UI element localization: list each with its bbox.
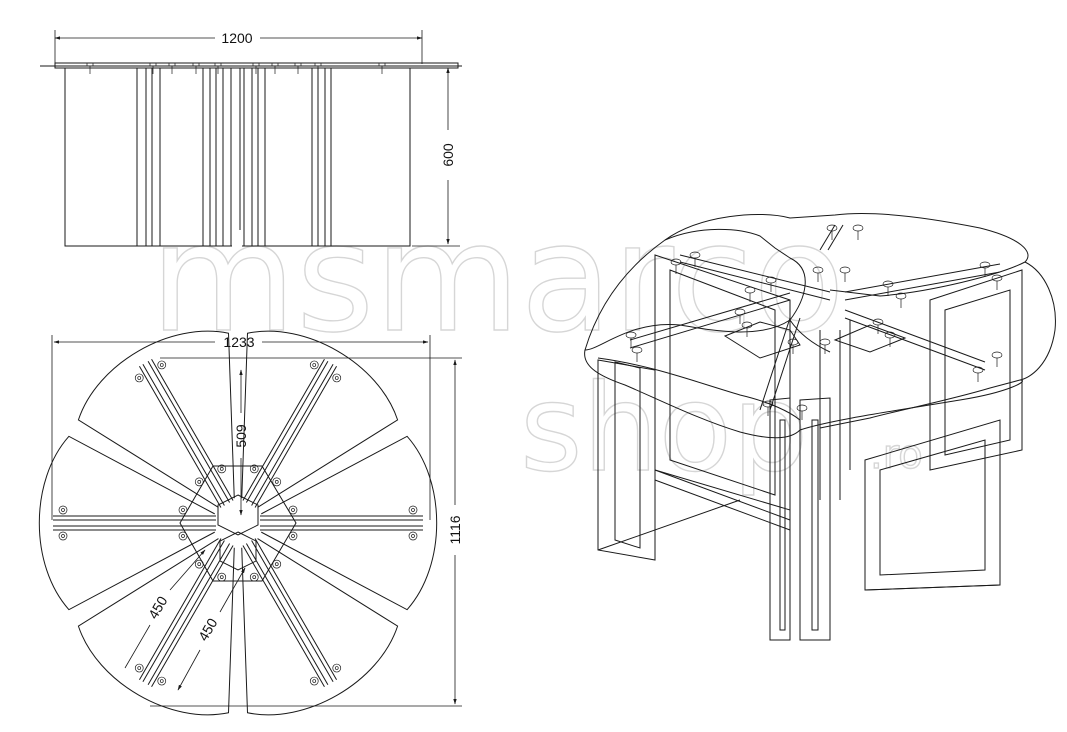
- watermark-suffix: .ro: [870, 432, 923, 478]
- top-view: 1233 1116 509 450 450: [38, 330, 463, 716]
- dim-arm-length: 509: [233, 424, 249, 448]
- dim-front-width: 1200: [221, 30, 252, 46]
- watermark-line2: shop: [520, 360, 808, 499]
- isometric-view: [584, 212, 1056, 641]
- dim-top-depth: 1116: [447, 515, 463, 544]
- dim-leg-a: 450: [145, 593, 171, 621]
- dim-leg-b: 450: [195, 615, 221, 643]
- dim-front-height: 600: [440, 143, 456, 167]
- watermark: msmarco shop .ro: [149, 191, 923, 499]
- front-view: 1200: [40, 30, 462, 248]
